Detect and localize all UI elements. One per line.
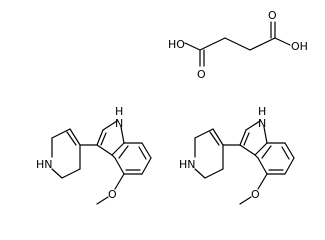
ring-amine-label: HN — [179, 158, 196, 171]
indole-nh-hydrogen-label: H — [258, 105, 266, 118]
indole-nitrogen-label: N — [258, 117, 266, 130]
carbonyl-oxygen-top: O — [268, 9, 277, 22]
structure-drawing: HO O O OH H N HN — [36, 9, 308, 205]
hydroxyl-label-right: OH — [291, 40, 308, 53]
carbonyl-oxygen-bottom: O — [197, 68, 206, 81]
indole-nitrogen-label: N — [115, 117, 123, 130]
indole-molecule-left: H N HN O — [36, 105, 152, 205]
indole-nh-hydrogen-label: H — [115, 105, 123, 118]
succinic-acid: HO O O OH — [168, 9, 308, 81]
ring-amine-label: HN — [36, 158, 53, 171]
hydroxyl-label-left: HO — [168, 38, 185, 51]
methoxy-oxygen-label: O — [108, 188, 117, 201]
chemical-structure-canvas: HO O O OH H N HN — [36, 9, 308, 205]
methoxy-oxygen-label: O — [251, 188, 260, 201]
indole-molecule-right: H N HN O — [179, 105, 295, 205]
